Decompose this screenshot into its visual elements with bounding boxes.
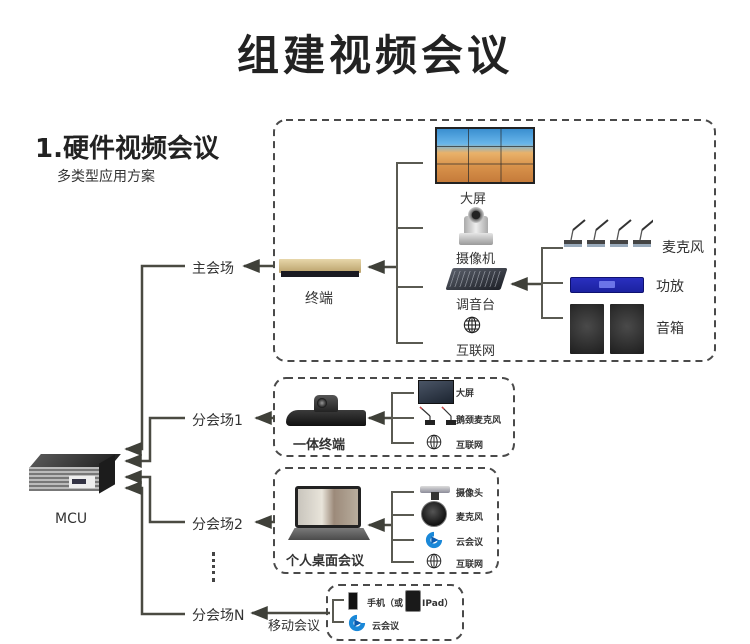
amplifier-icon [570, 277, 644, 293]
gooseneck-mic-icon [419, 406, 456, 425]
line-branch1-to-mcu [124, 416, 185, 468]
terminal-label: 终端 [305, 291, 333, 307]
ptz-camera-icon [459, 207, 493, 245]
desktop-meeting-label: 个人桌面会议 [286, 554, 365, 569]
speaker-icon [570, 304, 604, 354]
device-label-internet-b2: 互联网 [456, 560, 484, 570]
bracket-branchN-devices [332, 599, 344, 623]
audio-mixer-icon [445, 268, 508, 290]
tablet-icon [405, 590, 421, 612]
globe-icon [426, 434, 442, 450]
monitor-icon [418, 380, 454, 404]
line-main-to-mcu [124, 264, 185, 456]
site-label-main: 主会场 [192, 261, 234, 277]
globe-icon [426, 553, 442, 569]
conference-mic-icon [564, 219, 653, 247]
video-wall-icon [435, 127, 535, 184]
line-branchN-to-mcu [124, 481, 185, 616]
mcu-label: MCU [55, 511, 88, 527]
terminal-device-icon [279, 259, 361, 277]
page-title: 组建视频会议 [236, 31, 513, 80]
device-label-mic-b2: 麦克风 [456, 513, 484, 523]
device-label-mixer: 调音台 [456, 298, 496, 313]
device-label-gooseneck-mic: 鹅颈麦克风 [456, 416, 502, 426]
device-label-ipad: IPad） [422, 599, 454, 609]
device-label-phone: 手机（或 [367, 599, 404, 609]
line-branch2-to-mcu [124, 470, 185, 524]
site-label-branch2: 分会场2 [192, 517, 243, 533]
bracket-main-devices [396, 162, 423, 344]
puck-mic-icon [421, 501, 447, 527]
phone-icon [348, 592, 358, 610]
allinone-terminal-label: 一体终端 [293, 438, 346, 453]
mobile-meeting-label: 移动会议 [268, 619, 321, 634]
device-label-cloud-bN: 云会议 [372, 622, 400, 632]
ellipsis-vertical [212, 552, 219, 582]
section-subtitle: 多类型应用方案 [57, 169, 155, 185]
section-title: 1.硬件视频会议 [35, 134, 219, 164]
all-in-one-terminal-icon [286, 395, 366, 429]
main-site-box [273, 119, 716, 362]
mcu-server-icon [27, 454, 121, 494]
globe-icon [463, 316, 481, 334]
device-label-internet-b1: 互联网 [456, 441, 484, 451]
device-label-camera: 摄像机 [456, 252, 496, 267]
branch2-box [273, 467, 499, 574]
cloud-meeting-logo-icon [348, 614, 366, 632]
site-label-branch1: 分会场1 [192, 413, 243, 429]
device-label-monitor: 大屏 [456, 389, 475, 399]
device-label-mic: 麦克风 [662, 240, 704, 256]
device-label-internet: 互联网 [456, 344, 496, 359]
webcam-icon [420, 486, 450, 500]
device-label-video-wall: 大屏 [460, 192, 487, 207]
speaker-icon [610, 304, 644, 354]
device-label-amp: 功放 [656, 279, 684, 295]
laptop-icon [288, 486, 370, 546]
bracket-branch2-devices [391, 491, 414, 563]
cloud-meeting-logo-icon [425, 531, 443, 549]
device-label-speaker: 音箱 [656, 321, 684, 337]
device-label-cloud-b2: 云会议 [456, 538, 484, 548]
device-label-webcam: 摄像头 [456, 489, 484, 499]
site-label-branchN: 分会场N [192, 608, 245, 624]
